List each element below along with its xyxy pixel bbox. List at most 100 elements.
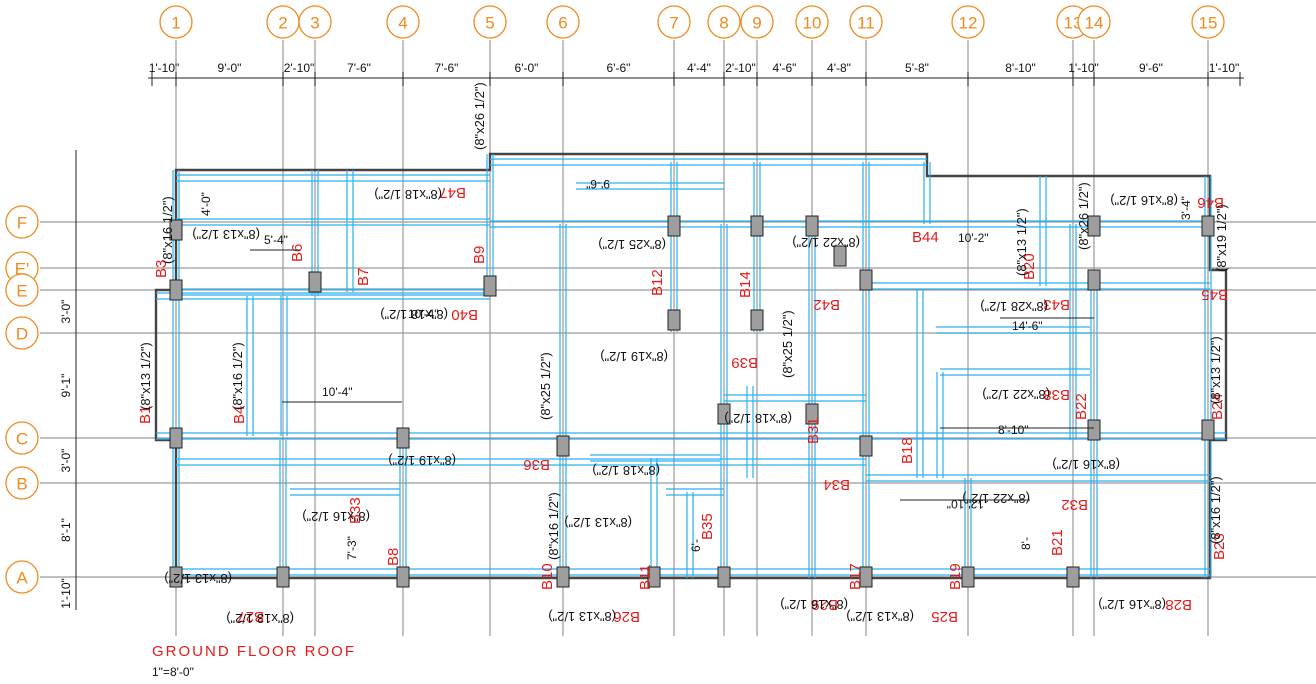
- beam-size-label: (8"x22 1/2"): [792, 235, 860, 250]
- beam-size-label: (8"x26 1/2"): [1076, 182, 1091, 250]
- beam-size-label: (8"x22 1/2"): [982, 387, 1050, 402]
- grid-label-col: 3: [310, 14, 319, 33]
- beam-tag: B46: [1197, 194, 1224, 211]
- inner-dimension-label: 10'-2": [958, 231, 989, 245]
- column: [961, 566, 975, 588]
- grid-label-col: 5: [485, 14, 494, 33]
- inner-dimension-label: 14'-6": [1012, 319, 1043, 333]
- grid-label-col: 13: [1064, 14, 1083, 33]
- grid-bubble-col: [740, 5, 774, 39]
- grid-label-row: E': [15, 260, 30, 279]
- grid-bubble-col: [159, 5, 193, 39]
- column: [667, 309, 681, 331]
- top-dimension-label: 9'-6": [1139, 61, 1163, 75]
- column: [859, 566, 873, 588]
- column: [169, 566, 183, 588]
- beam-tag: B6: [289, 244, 306, 262]
- grid-label-col: 4: [398, 14, 407, 33]
- grid-label-row: F: [17, 214, 27, 233]
- grid-bubble-col: [1191, 5, 1225, 39]
- beam-size-label: (8"x13 1/2"): [548, 609, 616, 624]
- beam-tag: B23: [1211, 533, 1228, 560]
- top-dimension-label: 6'-0": [515, 61, 539, 75]
- grid-bubble-col: [386, 5, 420, 39]
- grid-label-col: 6: [558, 14, 567, 33]
- left-dimension-label: 3'-0": [59, 300, 73, 324]
- grid-label-row: A: [16, 569, 28, 588]
- left-dimension-label: 1'-10": [59, 578, 73, 609]
- inner-dimension-label: 8'-10": [998, 423, 1029, 437]
- beam-tag: B47: [439, 184, 466, 201]
- column: [1087, 419, 1101, 441]
- grid-label-col: 9: [752, 14, 761, 33]
- beam-tag: B40: [451, 306, 478, 323]
- column: [308, 271, 322, 293]
- inner-dimension-label: 12'-10": [947, 497, 984, 511]
- beam-size-label: (8"x16 1/2"): [546, 492, 561, 560]
- column: [1201, 419, 1215, 441]
- column: [833, 245, 847, 267]
- beam-size-label: (8"x18 1/2"): [374, 187, 442, 202]
- grid-label-row: C: [16, 430, 28, 449]
- inner-dimension-label: 8'-: [1019, 537, 1033, 550]
- beam-tag: B4: [231, 406, 248, 424]
- grid-bubble-col: [951, 5, 985, 39]
- top-dimension-label: 7'-6": [435, 61, 459, 75]
- beam-tag: B9: [471, 246, 488, 264]
- beam-size-label: (8"x13 1/2"): [226, 611, 294, 626]
- top-dimension-label: 8'-10": [1005, 61, 1036, 75]
- beam-tag: B21: [1049, 529, 1066, 556]
- column: [1066, 566, 1080, 588]
- inner-dimension-label: 10'-4": [408, 307, 439, 321]
- grid-bubble-col: [657, 5, 691, 39]
- top-dimension-label: 1'-10": [1209, 61, 1240, 75]
- top-dimension-label: 4'-8": [827, 61, 851, 75]
- beam-size-label: (8"x13 1/2"): [1208, 336, 1223, 404]
- beam-size-label: (8"x25 1/2"): [598, 237, 666, 252]
- column: [396, 427, 410, 449]
- column: [1201, 215, 1215, 237]
- beam-size-label: (8"x25 1/2"): [538, 352, 553, 420]
- beam-size-label: (8"x16 1/2"): [1052, 457, 1120, 472]
- inner-dimension-label: 3'-4": [1179, 196, 1193, 220]
- column: [647, 566, 661, 588]
- grid-bubble-col: [546, 5, 580, 39]
- beam-size-label: (8"x18 1/2"): [380, 307, 448, 322]
- beam-size-label: (8"x13 1/2"): [164, 571, 232, 586]
- beam-size-label: (8"x16 1/2"): [1098, 597, 1166, 612]
- beam-size-label: (8"x25 1/2"): [780, 310, 795, 378]
- column: [169, 427, 183, 449]
- grid-bubble-row: [5, 421, 39, 455]
- column: [169, 219, 183, 241]
- drawing-title: GROUND FLOOR ROOF: [152, 643, 356, 660]
- beam-tag: B18: [899, 437, 916, 464]
- column: [1087, 215, 1101, 237]
- beam-size-label: (8"x22 1/2"): [962, 491, 1030, 506]
- grid-label-row: D: [16, 325, 28, 344]
- left-dimension-label: 8'-1": [59, 518, 73, 542]
- top-dimension-label: 1'-10": [149, 61, 180, 75]
- grid-label-col: 1: [171, 14, 180, 33]
- beam-tag: B17: [847, 563, 864, 590]
- grid-bubble-col: [795, 5, 829, 39]
- grid-label-row: E: [16, 282, 27, 301]
- column: [805, 403, 819, 425]
- beam-tag: B25: [931, 608, 958, 625]
- column: [1087, 269, 1101, 291]
- beam-tag: B34: [823, 476, 850, 493]
- beam-size-label: (8"x18 1/2"): [592, 463, 660, 478]
- beam-tag: B31: [805, 417, 822, 444]
- grid-bubble-col: [707, 5, 741, 39]
- beam-size-label: (8"x16 1/2"): [160, 196, 175, 264]
- beam-size-label: (8"x16 1/2"): [1208, 476, 1223, 544]
- beam-size-label: (8"x19 1/2"): [1214, 204, 1229, 272]
- drawing-scale: 1"=8'-0": [152, 665, 194, 679]
- top-dimension-label: 9'-0": [218, 61, 242, 75]
- column: [276, 566, 290, 588]
- beam-tag: B35: [699, 513, 716, 540]
- beam-tag: B29: [811, 596, 838, 613]
- beam-tag: B28: [1165, 596, 1192, 613]
- beam-tag: B3: [153, 260, 170, 278]
- beam-tag: B38: [1043, 386, 1070, 403]
